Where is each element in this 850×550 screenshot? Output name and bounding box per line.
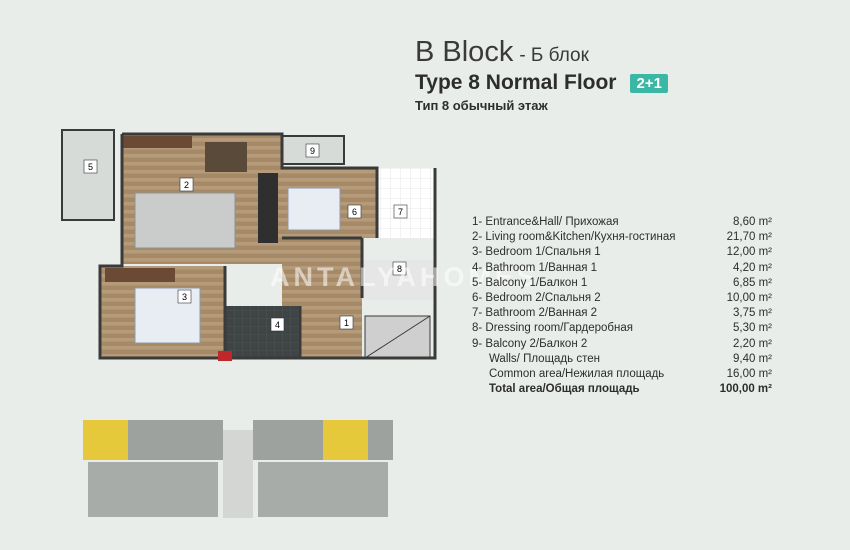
label-7-text: 7: [398, 207, 403, 217]
area-row: Common area/Нежилая площадь 16,00 m²: [472, 367, 772, 382]
shelf-2: [122, 136, 192, 148]
label-2-text: 2: [184, 180, 189, 190]
label-4: 4: [270, 317, 285, 332]
label-3: 3: [177, 289, 192, 304]
area-name: Total area/Общая площадь: [489, 383, 640, 396]
label-1-text: 1: [344, 318, 349, 328]
kitchen-counter: [258, 173, 278, 243]
area-row: Total area/Общая площадь 100,00 m²: [472, 382, 772, 397]
label-5-text: 5: [88, 162, 93, 172]
area-name: 6- Bedroom 2/Спальня 2: [472, 291, 601, 304]
area-row: 8- Dressing room/Гардеробная 5,30 m²: [472, 321, 772, 336]
label-4-text: 4: [275, 320, 280, 330]
building-key-plan: [83, 420, 393, 518]
label-6: 6: [347, 204, 362, 219]
area-value: 4,20 m²: [733, 261, 772, 274]
area-row: 5- Balcony 1/Балкон 1 6,85 m²: [472, 276, 772, 291]
watermark: ANTALYAHOMES: [270, 262, 540, 292]
area-row: 6- Bedroom 2/Спальня 2 10,00 m²: [472, 291, 772, 306]
key-plan-highlight-right: [323, 420, 368, 460]
label-5: 5: [83, 159, 98, 174]
area-row: 9- Balcony 2/Балкон 2 2,20 m²: [472, 337, 772, 352]
area-value: 5,30 m²: [733, 322, 772, 335]
key-plan-core: [223, 430, 253, 518]
dining-table: [205, 142, 247, 172]
area-name: 2- Living room&Kitchen/Кухня-гостиная: [472, 231, 676, 244]
key-plan-lower-left: [88, 462, 218, 517]
room-labels: 5 2 9 6 7 8 3 4 1: [83, 143, 408, 332]
area-name: 8- Dressing room/Гардеробная: [472, 322, 633, 335]
area-value: 12,00 m²: [726, 246, 772, 259]
area-value: 3,75 m²: [733, 307, 772, 320]
area-value: 8,60 m²: [733, 216, 772, 228]
area-row: Walls/ Площадь стен 9,40 m²: [472, 352, 772, 367]
rooms-badge: 2+1: [630, 73, 668, 93]
area-name: 1- Entrance&Hall/ Прихожая: [472, 216, 619, 228]
label-8-text: 8: [397, 264, 402, 274]
bathroom-2: [377, 168, 435, 238]
walls: [98, 132, 437, 360]
label-1: 1: [339, 315, 354, 330]
title-line: B Block - Б блок: [415, 36, 668, 69]
type-subtitle: Тип 8 обычный этаж: [415, 98, 548, 113]
label-6-text: 6: [352, 207, 357, 217]
area-name: 5- Balcony 1/Балкон 1: [472, 276, 588, 289]
area-row: 4- Bathroom 1/Ванная 1 4,20 m²: [472, 261, 772, 276]
block-subtitle: - Б блок: [519, 45, 589, 66]
area-value: 9,40 m²: [733, 352, 772, 365]
area-row: 1- Entrance&Hall/ Прихожая 8,60 m²: [472, 215, 772, 230]
key-plan-highlight-left: [83, 420, 128, 460]
label-9-text: 9: [310, 146, 315, 156]
area-row: 2- Living room&Kitchen/Кухня-гостиная 21,…: [472, 230, 772, 245]
area-name: Common area/Нежилая площадь: [489, 367, 665, 380]
type-title: Type 8 Normal Floor: [415, 71, 617, 94]
area-name: 4- Bathroom 1/Ванная 1: [472, 261, 598, 274]
key-plan-lower-right: [258, 462, 388, 517]
area-value: 16,00 m²: [726, 367, 772, 380]
area-value: 6,85 m²: [733, 276, 772, 289]
area-name: 9- Balcony 2/Балкон 2: [472, 337, 588, 350]
wardrobe-1: [105, 268, 175, 282]
floor-plan: 5 2 9 6 7 8 3 4 1: [61, 129, 437, 361]
label-7: 7: [393, 204, 408, 219]
label-3-text: 3: [182, 292, 187, 302]
area-name: 3- Bedroom 1/Спальня 1: [472, 246, 601, 259]
area-row: 7- Bathroom 2/Ванная 2 3,75 m²: [472, 306, 772, 321]
bathroom-1: [225, 306, 300, 358]
entrance-marker: [218, 351, 232, 361]
area-value: 2,20 m²: [733, 337, 772, 350]
balcony-1: [61, 129, 115, 221]
bed-2: [287, 187, 341, 231]
area-name: Walls/ Площадь стен: [489, 352, 600, 365]
label-2: 2: [179, 177, 194, 192]
area-value: 100,00 m²: [719, 383, 772, 396]
label-8: 8: [392, 261, 407, 276]
area-row: 3- Bedroom 1/Спальня 1 12,00 m²: [472, 245, 772, 260]
hatch-diagonal: [364, 315, 431, 359]
type-line: Type 8 Normal Floor 2+1: [415, 71, 668, 95]
area-name: 7- Bathroom 2/Ванная 2: [472, 307, 598, 320]
area-list: 1- Entrance&Hall/ Прихожая 8,60 m² 2- Livi…: [472, 215, 772, 397]
sofa: [134, 192, 236, 249]
block-title: B Block: [415, 36, 514, 68]
area-value: 21,70 m²: [726, 231, 772, 244]
header: B Block - Б блок Type 8 Normal Floor 2+1…: [415, 36, 668, 113]
label-9: 9: [305, 143, 320, 158]
area-value: 10,00 m²: [726, 291, 772, 304]
